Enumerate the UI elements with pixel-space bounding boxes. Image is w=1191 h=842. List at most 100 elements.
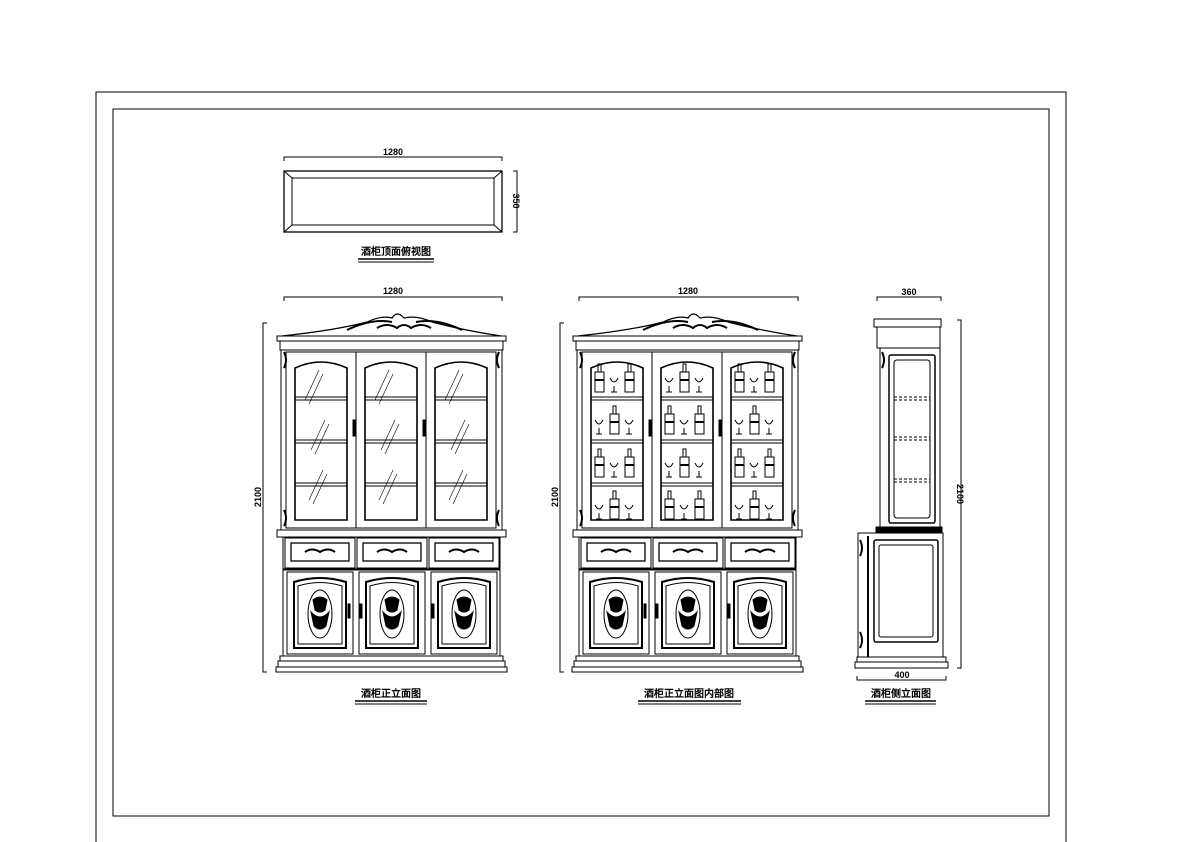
dimension-label: 400: [894, 670, 909, 680]
side-view: 360 400 2100 酒柜侧立面图: [854, 287, 965, 705]
carved-medallion: [675, 589, 701, 639]
carved-medallion: [603, 589, 629, 639]
wine-bottle: [594, 456, 605, 478]
wine-bottle: [679, 371, 690, 393]
wine-glass: [609, 462, 619, 478]
dimension-label: 360: [901, 287, 916, 297]
wine-glass: [734, 419, 744, 435]
wine-bottle: [664, 498, 675, 520]
view-title: 酒柜侧立面图: [871, 687, 931, 700]
drawer: [586, 542, 646, 562]
wine-glass: [609, 377, 619, 393]
front-view: [275, 313, 508, 673]
wine-glass: [749, 377, 759, 393]
wine-glass: [734, 504, 744, 520]
wine-bottle: [694, 413, 705, 435]
view-title: 酒柜顶面俯视图: [361, 245, 431, 258]
dimension-label: 350: [511, 193, 521, 208]
crown-carving: [577, 313, 798, 337]
drawer: [362, 542, 422, 562]
lower-door: [286, 571, 354, 655]
wine-glass: [764, 419, 774, 435]
top-width-dimension: 1280: [283, 147, 503, 161]
carved-medallion: [307, 589, 333, 639]
drawer: [290, 542, 350, 562]
wine-bottle: [609, 413, 620, 435]
wine-bottle: [749, 498, 760, 520]
wine-glass: [749, 462, 759, 478]
wine-glass: [694, 462, 704, 478]
view-title: 酒柜正立面图: [361, 687, 421, 700]
glass-panel: [590, 361, 644, 521]
wine-bottle: [734, 371, 745, 393]
side-carving: [283, 509, 500, 527]
dimension-label: 1280: [383, 286, 403, 296]
wine-glass: [694, 377, 704, 393]
wine-glass: [679, 419, 689, 435]
drawer-pull: [672, 548, 704, 554]
lower-door: [726, 571, 794, 655]
drawer-pull: [600, 548, 632, 554]
carved-medallion: [451, 589, 477, 639]
glass-panel: [434, 361, 488, 521]
side-carving: [283, 351, 500, 369]
drawer: [730, 542, 790, 562]
wine-bottle: [679, 456, 690, 478]
wine-bottle: [734, 456, 745, 478]
dimension-label: 2100: [253, 487, 263, 507]
glass-panel: [730, 361, 784, 521]
top-depth-dimension: 350: [511, 170, 521, 233]
door-handle: [727, 603, 731, 619]
glass-panel: [660, 361, 714, 521]
wine-bottle: [664, 413, 675, 435]
front-interior-view: [571, 313, 804, 673]
glass-panel: [364, 361, 418, 521]
drawer-pull: [376, 548, 408, 554]
wine-bottle: [594, 371, 605, 393]
dimension-label: 2100: [550, 487, 560, 507]
glass-panel: [294, 361, 348, 521]
lower-door: [358, 571, 426, 655]
door-handle: [655, 603, 659, 619]
crown-carving: [281, 313, 502, 337]
dimension-label: 1280: [678, 286, 698, 296]
wine-bottle: [609, 498, 620, 520]
wine-bottle: [694, 498, 705, 520]
door-handle: [347, 603, 351, 619]
upper-door: [721, 351, 793, 529]
side-carving: [579, 509, 796, 527]
wine-bottle: [749, 413, 760, 435]
drawer: [434, 542, 494, 562]
door-handle: [431, 603, 435, 619]
wine-glass: [594, 504, 604, 520]
wine-glass: [664, 377, 674, 393]
wine-bottle: [624, 371, 635, 393]
wine-glass: [679, 504, 689, 520]
door-handle: [359, 603, 363, 619]
wine-glass: [594, 419, 604, 435]
wine-bottle: [764, 371, 775, 393]
view-title: 酒柜正立面图内部图: [644, 687, 734, 700]
upper-door: [425, 351, 497, 529]
drawer-pull: [744, 548, 776, 554]
top-view: 1280 350 酒柜顶面俯视图: [283, 147, 521, 263]
carved-medallion: [747, 589, 773, 639]
front-interior-view-labels: 1280 2100 酒柜正立面图内部图: [550, 286, 799, 705]
lower-door: [654, 571, 722, 655]
dimension-label: 1280: [383, 147, 403, 157]
door-handle: [643, 603, 647, 619]
wine-glass: [624, 419, 634, 435]
carved-medallion: [379, 589, 405, 639]
wine-glass: [664, 462, 674, 478]
wine-glass: [624, 504, 634, 520]
wine-bottle: [764, 456, 775, 478]
wine-bottle: [624, 456, 635, 478]
drawer-pull: [304, 548, 336, 554]
dimension-label: 2100: [955, 484, 965, 504]
lower-door: [430, 571, 498, 655]
drawer-pull: [448, 548, 480, 554]
lower-door: [582, 571, 650, 655]
outer-border: [95, 91, 1067, 842]
wine-glass: [764, 504, 774, 520]
